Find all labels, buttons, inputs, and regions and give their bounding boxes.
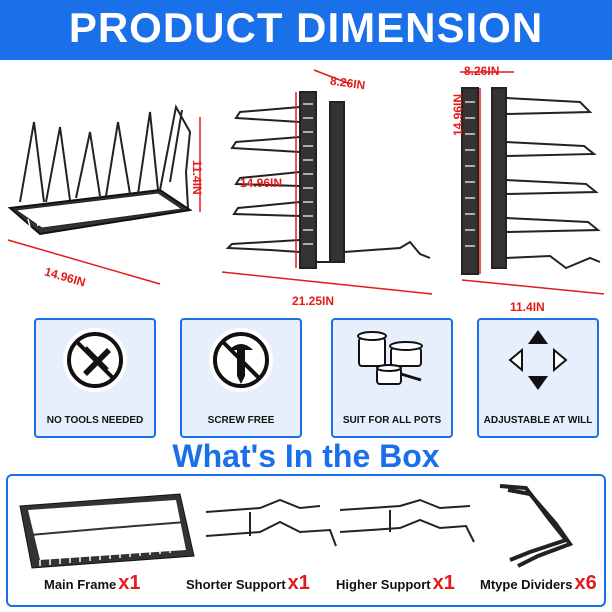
length-arrow xyxy=(7,239,161,285)
item-name: Shorter Support xyxy=(186,577,286,592)
item-name: Mtype Dividers xyxy=(480,577,573,592)
feature-label: NO TOOLS NEEDED xyxy=(46,415,144,426)
shorter-support-image xyxy=(205,498,337,547)
item-qty: x1 xyxy=(432,572,455,594)
section-title: What's In the Box xyxy=(172,438,440,474)
feature-adjustable: ADJUSTABLE AT WILL xyxy=(477,318,599,438)
item-qty: x1 xyxy=(287,572,310,594)
no-tools-icon xyxy=(67,332,123,388)
view3-height-label: 14.96IN xyxy=(451,93,465,136)
no-screw-icon xyxy=(213,332,269,388)
view1-height-label: 11.4IN xyxy=(190,160,204,195)
pots-icon xyxy=(357,331,423,385)
product-dimension-drawings xyxy=(7,69,605,295)
box-contents-panel xyxy=(6,474,606,607)
box-items-drawings xyxy=(19,484,574,569)
width-arrow-2 xyxy=(221,271,433,295)
view3-depth-label: 8.26IN xyxy=(464,64,500,78)
item-qty: x6 xyxy=(574,572,597,594)
item-qty: x1 xyxy=(118,572,141,594)
main-frame-image xyxy=(19,493,195,569)
view3-width-label: 11.4IN xyxy=(510,300,545,314)
feature-label: SCREW FREE xyxy=(207,415,275,426)
rack-view-1 xyxy=(7,104,193,236)
feature-label: SUIT FOR ALL POTS xyxy=(342,415,442,426)
width-arrow-3 xyxy=(461,279,605,295)
higher-support-image xyxy=(339,498,475,543)
item-name: Higher Support xyxy=(336,577,431,592)
view2-height-label: 14.96IN xyxy=(240,176,283,190)
feature-screw-free: SCREW FREE xyxy=(180,318,302,438)
feature-label: ADJUSTABLE AT WILL xyxy=(483,415,593,426)
feature-all-pots: SUIT FOR ALL POTS xyxy=(331,318,453,438)
item-name: Main Frame xyxy=(44,577,117,592)
mtype-divider-image xyxy=(499,484,574,568)
view2-width-label: 21.25IN xyxy=(292,294,335,308)
rack-view-2 xyxy=(225,91,431,269)
feature-no-tools: NO TOOLS NEEDED xyxy=(34,318,156,438)
rack-view-3 xyxy=(461,87,601,275)
page-title: PRODUCT DIMENSION xyxy=(68,4,544,51)
title-banner: PRODUCT DIMENSION xyxy=(0,0,612,60)
arrows-icon xyxy=(508,330,568,390)
depth-arrow-2 xyxy=(313,69,351,85)
